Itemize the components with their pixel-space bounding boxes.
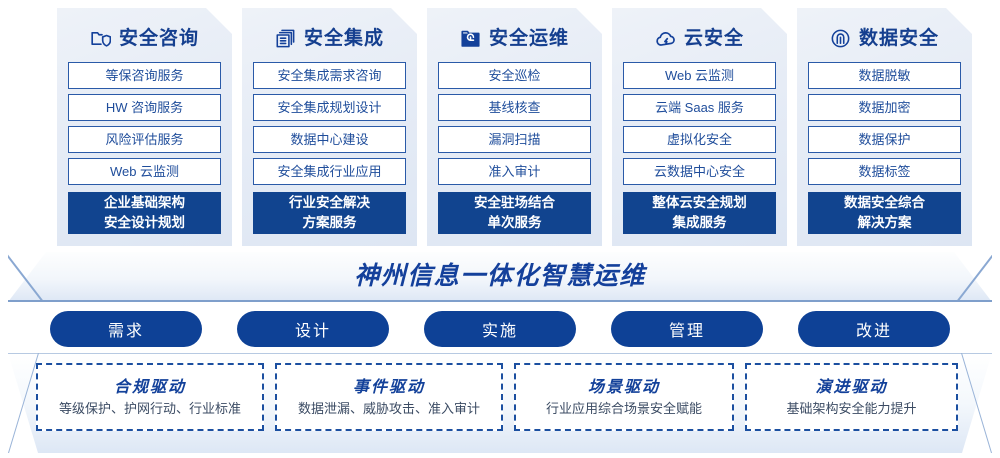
service-item[interactable]: 风险评估服务 xyxy=(68,126,221,153)
platform-banner xyxy=(8,252,992,302)
service-item[interactable]: Web 云监测 xyxy=(623,62,776,89)
driver-description: 数据泄漏、威胁攻击、准入审计 xyxy=(297,400,480,416)
column-title: 安全咨询 xyxy=(118,27,199,49)
service-item[interactable]: 云数据中心安全 xyxy=(623,158,776,185)
stacked-servers-icon xyxy=(275,28,296,49)
service-highlight[interactable]: 行业安全解决 方案服务 xyxy=(253,192,406,234)
column-header: 数据安全 xyxy=(808,21,961,55)
lifecycle-pill-improve[interactable]: 改进 xyxy=(798,311,950,347)
service-item[interactable]: HW 咨询服务 xyxy=(68,94,221,121)
driver-card-scenario[interactable]: 场景驱动 行业应用综合场景安全赋能 xyxy=(514,363,734,431)
platform-banner-title: 神州信息一体化智慧运维 xyxy=(354,262,646,290)
service-highlight[interactable]: 数据安全综合 解决方案 xyxy=(808,192,961,234)
service-highlight[interactable]: 企业基础架构 安全设计规划 xyxy=(68,192,221,234)
service-item[interactable]: 安全集成规划设计 xyxy=(253,94,406,121)
column-header: 安全集成 xyxy=(253,21,406,55)
service-item[interactable]: 安全集成需求咨询 xyxy=(253,62,406,89)
driver-title: 场景驱动 xyxy=(587,378,660,396)
cloud-icon xyxy=(655,28,676,49)
lifecycle-pill-demand[interactable]: 需求 xyxy=(50,311,202,347)
driver-card-compliance[interactable]: 合规驱动 等级保护、护网行动、行业标准 xyxy=(36,363,264,431)
lifecycle-pill-implement[interactable]: 实施 xyxy=(424,311,576,347)
driver-title: 事件驱动 xyxy=(352,378,425,396)
driver-description: 行业应用综合场景安全赋能 xyxy=(545,400,702,416)
driver-title: 演进驱动 xyxy=(815,378,888,396)
service-item[interactable]: Web 云监测 xyxy=(68,158,221,185)
service-column-security-operations[interactable]: 安全运维 安全巡检 基线核查 漏洞扫描 准入审计 安全驻场结合 单次服务 xyxy=(427,8,602,246)
service-item[interactable]: 安全巡检 xyxy=(438,62,591,89)
service-item[interactable]: 虚拟化安全 xyxy=(623,126,776,153)
service-item[interactable]: 安全集成行业应用 xyxy=(253,158,406,185)
column-title: 数据安全 xyxy=(858,27,939,49)
folder-shield-icon xyxy=(90,28,111,49)
service-item[interactable]: 数据标签 xyxy=(808,158,961,185)
lifecycle-pill-manage[interactable]: 管理 xyxy=(611,311,763,347)
column-title: 云安全 xyxy=(683,27,744,49)
lifecycle-pill-design[interactable]: 设计 xyxy=(237,311,389,347)
service-columns: 安全咨询 等保咨询服务 HW 咨询服务 风险评估服务 Web 云监测 企业基础架… xyxy=(0,0,1000,250)
service-column-cloud-security[interactable]: 云安全 Web 云监测 云端 Saas 服务 虚拟化安全 云数据中心安全 整体云… xyxy=(612,8,787,246)
driver-card-incident[interactable]: 事件驱动 数据泄漏、威胁攻击、准入审计 xyxy=(275,363,503,431)
service-item[interactable]: 漏洞扫描 xyxy=(438,126,591,153)
service-item[interactable]: 数据加密 xyxy=(808,94,961,121)
column-header: 安全咨询 xyxy=(68,21,221,55)
banner-bottom-rule xyxy=(8,300,992,302)
driver-title: 合规驱动 xyxy=(113,378,186,396)
column-header: 安全运维 xyxy=(438,21,591,55)
service-item[interactable]: 数据脱敏 xyxy=(808,62,961,89)
service-highlight[interactable]: 整体云安全规划 集成服务 xyxy=(623,192,776,234)
driver-description: 基础架构安全能力提升 xyxy=(786,400,917,416)
service-item[interactable]: 数据保护 xyxy=(808,126,961,153)
lifecycle-pills: 需求 设计 实施 管理 改进 xyxy=(0,311,1000,349)
service-column-security-consulting[interactable]: 安全咨询 等保咨询服务 HW 咨询服务 风险评估服务 Web 云监测 企业基础架… xyxy=(57,8,232,246)
driver-cards: 合规驱动 等级保护、护网行动、行业标准 事件驱动 数据泄漏、威胁攻击、准入审计 … xyxy=(0,353,1000,453)
service-highlight[interactable]: 安全驻场结合 单次服务 xyxy=(438,192,591,234)
folder-chart-icon xyxy=(460,28,481,49)
column-title: 安全集成 xyxy=(303,27,384,49)
column-title: 安全运维 xyxy=(488,27,569,49)
service-item[interactable]: 准入审计 xyxy=(438,158,591,185)
service-item[interactable]: 云端 Saas 服务 xyxy=(623,94,776,121)
column-header: 云安全 xyxy=(623,21,776,55)
driver-card-evolution[interactable]: 演进驱动 基础架构安全能力提升 xyxy=(745,363,958,431)
service-item[interactable]: 等保咨询服务 xyxy=(68,62,221,89)
fingerprint-icon xyxy=(830,28,851,49)
service-column-data-security[interactable]: 数据安全 数据脱敏 数据加密 数据保护 数据标签 数据安全综合 解决方案 xyxy=(797,8,972,246)
drivers-top-rule xyxy=(8,353,992,354)
service-item[interactable]: 数据中心建设 xyxy=(253,126,406,153)
service-column-security-integration[interactable]: 安全集成 安全集成需求咨询 安全集成规划设计 数据中心建设 安全集成行业应用 行… xyxy=(242,8,417,246)
service-item[interactable]: 基线核查 xyxy=(438,94,591,121)
driver-description: 等级保护、护网行动、行业标准 xyxy=(58,400,241,416)
